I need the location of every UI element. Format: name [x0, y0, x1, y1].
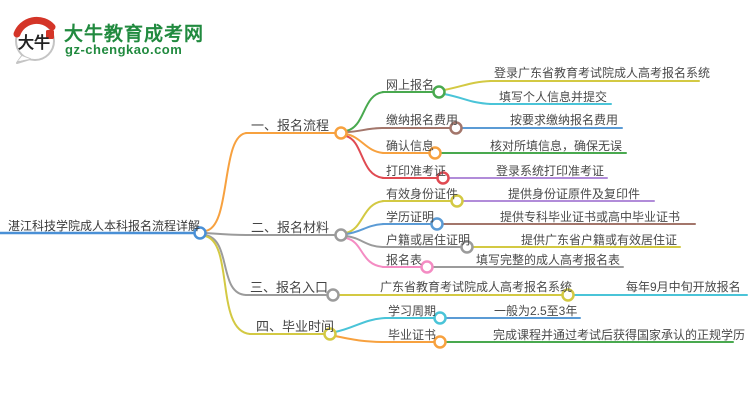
node-2-1-label[interactable]: 有效身份证件 — [386, 187, 459, 201]
node-1-3-label[interactable]: 确认信息 — [386, 139, 435, 153]
brand-domain: gz-chengkao.com — [65, 42, 183, 57]
branch-2-label[interactable]: 二、报名材料 — [251, 220, 330, 235]
connector-lines — [0, 80, 748, 343]
leaf-1-3-1-label[interactable]: 核对所填信息，确保无误 — [490, 139, 623, 153]
leaf-3-1-1-label[interactable]: 每年9月中旬开放报名 — [626, 280, 741, 294]
leaf-1-2-1-label[interactable]: 按要求缴纳报名费用 — [510, 113, 619, 127]
seal-text: 大牛 — [18, 33, 50, 52]
leaf-1-1-1-label[interactable]: 登录广东省教育考试院成人高考报名系统 — [494, 66, 711, 80]
leaf-2-3-1-label[interactable]: 提供广东省户籍或有效居住证 — [521, 233, 678, 247]
node-2-3-label[interactable]: 户籍或居住证明 — [386, 233, 471, 247]
node-4-1-label[interactable]: 学习周期 — [388, 304, 437, 318]
root-node-label[interactable]: 湛江科技学院成人本科报名流程详解 — [8, 219, 201, 233]
leaf-2-2-1-label[interactable]: 提供专科毕业证书或高中毕业证书 — [500, 210, 681, 224]
node-2-2-label[interactable]: 学历证明 — [386, 210, 435, 224]
leaf-4-2-1-label[interactable]: 完成课程并通过考试后获得国家承认的正规学历 — [493, 328, 746, 342]
node-3-1-label[interactable]: 广东省教育考试院成人高考报名系统 — [380, 280, 573, 294]
bull-bubble-icon: 大牛 — [13, 16, 56, 64]
branch-1-label[interactable]: 一、报名流程 — [251, 118, 330, 133]
logo[interactable]: 大牛 大牛教育成考网 gz-chengkao.com — [8, 12, 208, 64]
brand-title: 大牛教育成考网 — [64, 24, 205, 45]
leaf-4-1-1-label[interactable]: 一般为2.5至3年 — [494, 304, 578, 318]
leaf-2-1-1-label[interactable]: 提供身份证原件及复印件 — [508, 187, 641, 201]
branch-3-label[interactable]: 三、报名入口 — [250, 280, 329, 295]
node-1-1-label[interactable]: 网上报名 — [386, 78, 435, 92]
node-1-2-label[interactable]: 缴纳报名费用 — [386, 113, 459, 127]
node-handles[interactable] — [193, 85, 575, 349]
leaf-1-4-1-label[interactable]: 登录系统打印准考证 — [496, 164, 605, 178]
branch-4-label[interactable]: 四、毕业时间 — [256, 319, 335, 334]
node-4-2-label[interactable]: 毕业证书 — [388, 328, 437, 342]
node-1-4-label[interactable]: 打印准考证 — [386, 164, 447, 178]
node-2-4-label[interactable]: 报名表 — [386, 253, 423, 267]
leaf-1-1-2-label[interactable]: 填写个人信息并提交 — [499, 90, 608, 104]
leaf-2-4-1-label[interactable]: 填写完整的成人高考报名表 — [476, 253, 621, 267]
